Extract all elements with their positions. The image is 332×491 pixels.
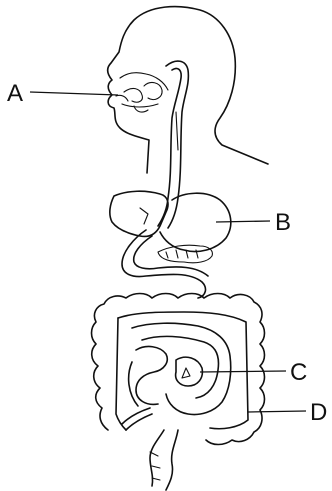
leader-line-b	[216, 221, 270, 222]
leader-line-a	[30, 92, 118, 95]
liver	[110, 191, 168, 236]
rectum	[150, 430, 178, 490]
small-intestine	[129, 323, 231, 414]
head-outline	[108, 7, 268, 173]
label-b: B	[275, 209, 291, 236]
label-d: D	[310, 399, 327, 426]
label-a: A	[7, 80, 23, 107]
appendix	[122, 408, 152, 430]
large-intestine	[92, 294, 265, 445]
leader-line-d	[248, 411, 306, 412]
oral-cavity	[120, 73, 168, 112]
label-c: C	[290, 359, 307, 386]
esophagus	[158, 61, 188, 228]
leader-line-c	[200, 371, 286, 372]
pancreas	[158, 245, 212, 263]
